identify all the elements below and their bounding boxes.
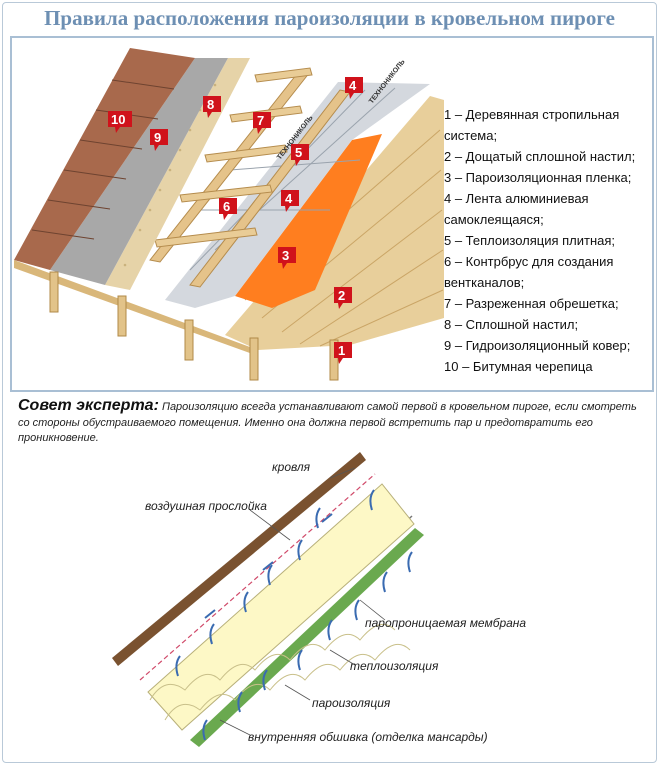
tip-heading: Совет эксперта: (18, 397, 159, 414)
marker-4a: 4 (345, 77, 363, 99)
svg-text:8: 8 (207, 97, 214, 112)
marker-5: 5 (291, 144, 309, 166)
legend-line: 1 – Деревянная стропильная (444, 107, 620, 122)
svg-text:7: 7 (257, 113, 264, 128)
vapor-arrows (175, 489, 413, 741)
leader-lines (219, 467, 386, 736)
marker-6: 6 (219, 198, 237, 220)
marker-1: 1 (334, 342, 352, 364)
label-air-gap: воздушная прослойка (145, 499, 267, 513)
svg-text:4: 4 (349, 78, 357, 93)
layer-markers: 1 2 3 4 4 5 6 7 8 9 10 (108, 77, 363, 364)
osb-speckle (123, 83, 217, 267)
legend-line: 4 – Лента алюминиевая (444, 191, 589, 206)
insulation-band (147, 483, 415, 731)
legend-line: 8 – Сплошной настил; (444, 317, 579, 332)
legend-line: системa; (444, 128, 498, 143)
svg-text:1: 1 (338, 343, 345, 358)
legend-line: 2 – Дощатый сплошной настил; (444, 149, 636, 164)
legend-line: вентканалов; (444, 275, 525, 290)
marker-8: 8 (203, 96, 221, 118)
expert-tip: Совет эксперта: Пароизоляцию всегда уста… (18, 398, 638, 447)
vapor-barrier-film (235, 134, 382, 308)
rafter-posts (49, 271, 339, 381)
label-vapor-barrier: пароизоляция (312, 696, 391, 710)
marker-4b: 4 (281, 190, 299, 212)
insulation-pattern (149, 623, 396, 701)
marker-7: 7 (253, 112, 271, 134)
label-membrane: паропроницаемая мембрана (365, 616, 526, 630)
svg-text:4: 4 (285, 191, 293, 206)
legend-line: самоклеящаяся; (444, 212, 544, 227)
svg-text:10: 10 (111, 112, 125, 127)
waterproofing-carpet (50, 58, 228, 285)
svg-text:3: 3 (282, 248, 289, 263)
wall-plate (14, 260, 258, 356)
label-insulation: теплоизоляция (350, 659, 439, 673)
legend-line: 7 – Разреженная обрешетка; (444, 296, 619, 311)
svg-text:9: 9 (154, 130, 161, 145)
roof-beam (112, 452, 366, 666)
legend-line: 3 – Пароизоляционная пленка; (444, 170, 632, 185)
marker-3: 3 (278, 247, 296, 269)
insulation-pattern (164, 643, 411, 721)
inner-lining (190, 528, 424, 747)
legend-line: 5 – Теплоизоляция плитная; (444, 233, 616, 248)
layer-legend: 1 – Деревянная стропильная системa; 2 – … (444, 104, 654, 377)
label-roof: кровля (272, 460, 311, 474)
sparse-battens (154, 67, 313, 248)
section-diagram: кровля воздушная прослойка паропроницаем… (112, 452, 526, 747)
svg-text:2: 2 (338, 288, 345, 303)
bitumen-shingles (14, 48, 195, 270)
membrane-line (139, 473, 376, 681)
marker-10: 10 (108, 111, 132, 133)
svg-text:6: 6 (223, 199, 230, 214)
marker-9: 9 (150, 129, 168, 151)
label-inner-lining: внутренняя обшивка (отделка мансарды) (248, 730, 488, 744)
legend-line: 6 – Контрбрус для создания (444, 254, 614, 269)
legend-line: 10 – Битумная черепица (444, 359, 593, 374)
legend-line: 9 – Гидроизоляционный ковер; (444, 338, 631, 353)
shingle-rows (31, 79, 175, 240)
osb-deck (105, 58, 250, 290)
svg-text:5: 5 (295, 145, 302, 160)
marker-2: 2 (334, 287, 352, 309)
page-title: Правила расположения пароизоляции в кров… (44, 6, 615, 30)
tip-text: Пароизоляцию всегда устанавливают самой … (18, 401, 637, 444)
